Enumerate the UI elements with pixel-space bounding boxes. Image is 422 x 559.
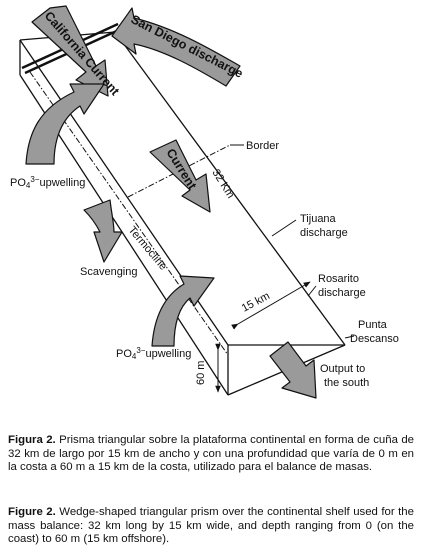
- california-current-arrow: [31, 5, 109, 97]
- punta-label-2: Descanso: [350, 333, 399, 345]
- scavenging-arrow: [83, 199, 123, 263]
- punta-leader: [344, 335, 355, 339]
- border-line: [127, 144, 231, 198]
- po4-upwelling-label-2: PO43−upwelling: [116, 346, 191, 361]
- width-dimension: [231, 281, 311, 330]
- punta-label-1: Punta: [358, 319, 388, 331]
- san-diego-arrow: [111, 7, 241, 87]
- po4-upwelling-arrow-2: [151, 275, 215, 347]
- caption-en-text: Wedge-shaped triangular prism over the c…: [8, 506, 414, 546]
- tijuana-label-2: discharge: [300, 227, 348, 239]
- caption-spanish: Figura 2. Prisma triangular sobre la pla…: [8, 434, 414, 475]
- tijuana-leader: [271, 219, 297, 237]
- tijuana-label-1: Tijuana: [300, 213, 337, 225]
- prism-diagram: California Current San Diego discharge C…: [10, 5, 399, 399]
- border-label: Border: [246, 140, 279, 152]
- caption-english: Figure 2. Wedge-shaped triangular prism …: [8, 506, 414, 547]
- po4-upwelling-label-1: PO43−upwelling: [10, 175, 85, 190]
- rosarito-leader: [307, 285, 317, 297]
- output-arrow: [269, 341, 317, 399]
- width-label: 15 km: [240, 290, 272, 315]
- caption-es-label: Figura 2.: [8, 434, 56, 446]
- output-label-2: the south: [324, 377, 369, 389]
- prism-outline: [19, 31, 346, 396]
- scavenging-label: Scavenging: [80, 266, 138, 278]
- output-label-1: Output to: [320, 363, 365, 375]
- caption-en-label: Figure 2.: [8, 506, 56, 518]
- rosarito-label-1: Rosarito: [318, 273, 359, 285]
- po4-upwelling-arrow-1: [25, 83, 105, 165]
- caption-es-text: Prisma triangular sobre la plataforma co…: [8, 434, 414, 474]
- flow-arrows: [25, 5, 317, 399]
- current-arrow: [149, 139, 211, 213]
- rosarito-label-2: discharge: [318, 287, 366, 299]
- length-label: 32 Km: [209, 167, 236, 200]
- depth-label: 60 m: [195, 361, 207, 385]
